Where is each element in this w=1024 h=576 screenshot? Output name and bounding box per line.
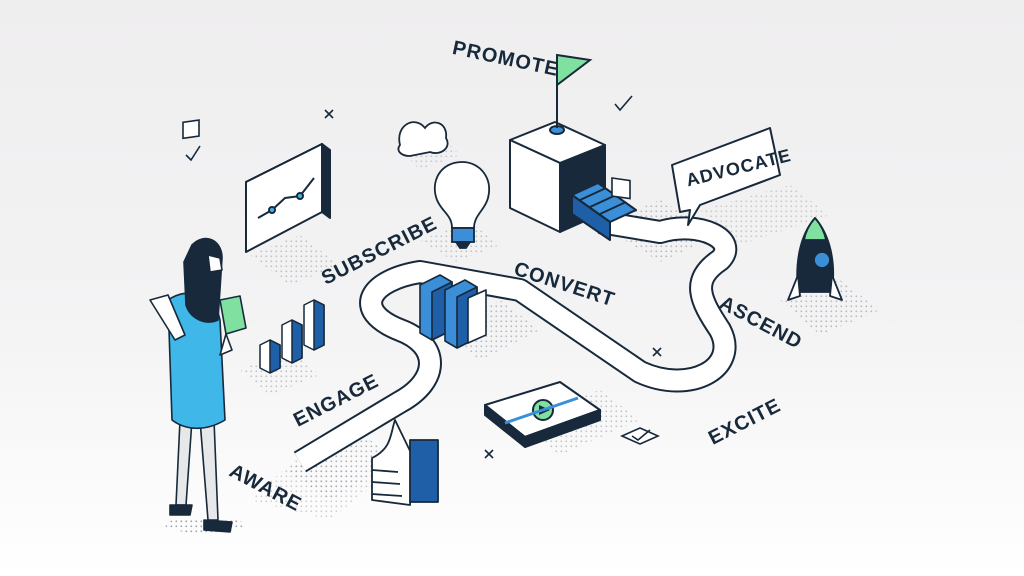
lightbulb-icon: [433, 161, 490, 249]
close-icon: [324, 109, 334, 119]
cloud-icon: [397, 121, 449, 157]
check-icon: [620, 427, 660, 445]
thumbs-up-icon: [371, 419, 439, 506]
books-icon: [419, 274, 487, 349]
flag-icon: [556, 53, 593, 128]
check-icon: [182, 119, 201, 162]
advocate-speech-bubble: [671, 127, 781, 226]
cube-with-stairs-icon: [509, 121, 637, 241]
journey-path: [293, 210, 738, 473]
rocket-icon: [787, 217, 843, 301]
close-icon: [484, 449, 494, 459]
check-icon: [611, 95, 633, 200]
video-player-icon: [484, 381, 601, 448]
line-chart-board-icon: [245, 143, 331, 253]
close-icon: [652, 347, 662, 357]
woman-reading-icon: [149, 237, 247, 533]
bar-chart-icon: [259, 299, 325, 374]
